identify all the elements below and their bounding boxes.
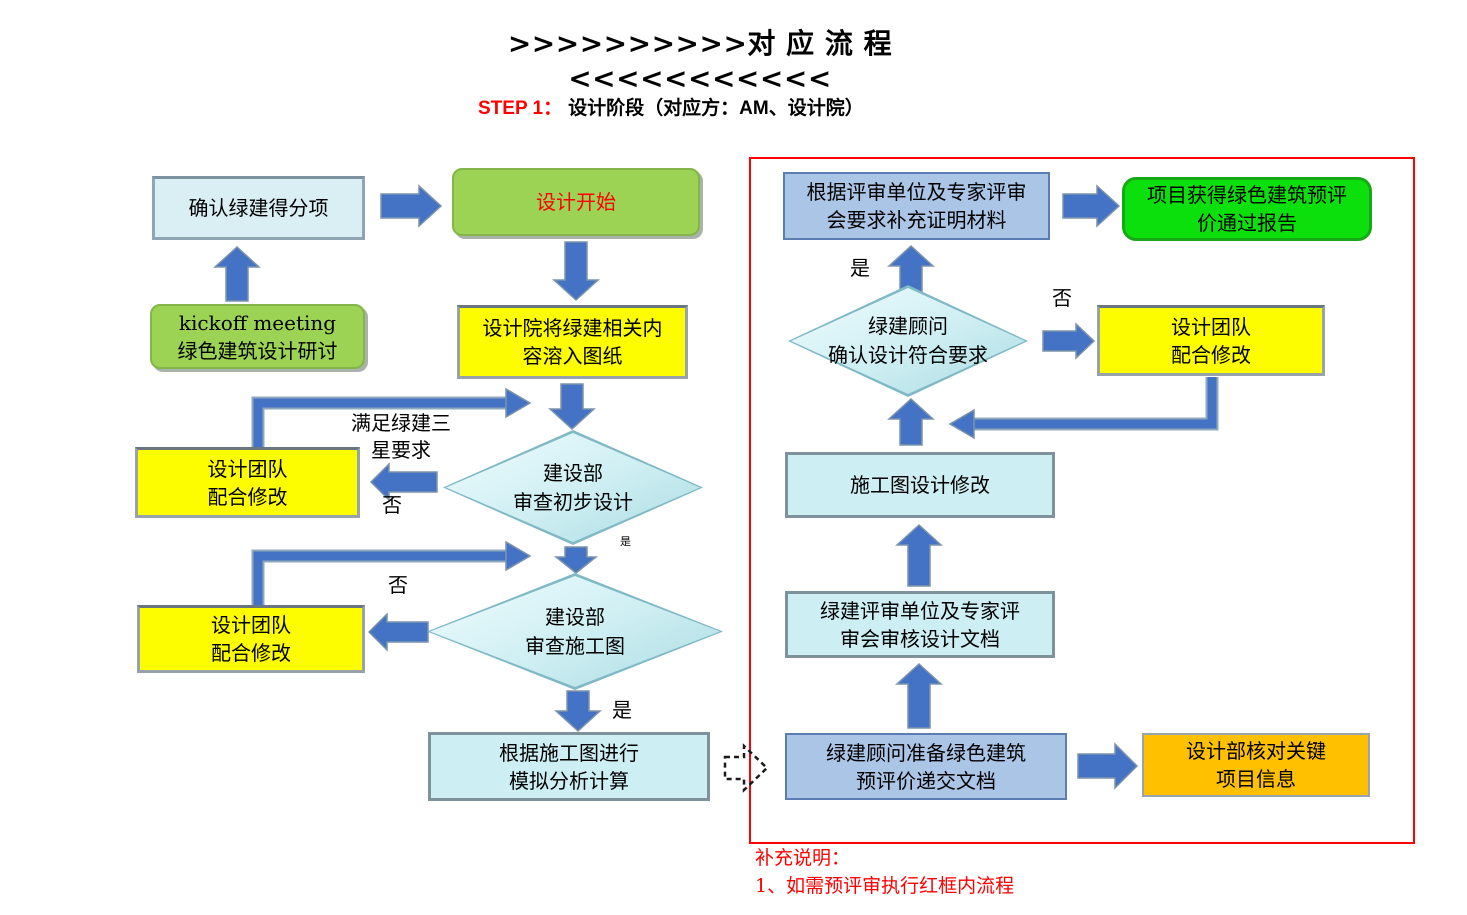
step-title: 设计阶段（对应方：AM、设计院） [568,98,864,119]
node-design-start: 设计开始 [452,168,700,236]
dashed-arrow-simulation-to-prepare-icon [723,743,769,793]
arrow-construction-to-team2-icon [367,612,429,652]
node-expert-review: 绿建评审单位及专家评 审会审核设计文档 [785,591,1055,658]
label-yes-2: 是 [612,698,632,722]
label-no-2: 否 [388,573,408,597]
node-supplement-materials: 根据评审单位及专家评审 会要求补充证明材料 [783,172,1050,240]
node-institute-drawings: 设计院将绿建相关内 容溶入图纸 [457,305,688,379]
loop-team1-line [253,398,506,449]
decision-moc-prelim-review: 建设部 审查初步设计 [443,430,703,545]
arrow-review-to-modify-icon [895,523,943,587]
label-yes-1: 是 [620,535,631,548]
page-title: >>>>>>>>>>对 应 流 程<<<<<<<<<<< [507,27,893,95]
arrow-consultant-to-supplement-icon [887,244,935,296]
arrow-prepare-to-review-icon [895,662,943,729]
label-yes-3: 是 [850,256,870,280]
label-no-3: 否 [1052,286,1072,310]
arrow-prelim-to-construction-icon [553,546,599,574]
loop-team2-arrowhead-icon [505,540,532,572]
node-simulation: 根据施工图进行 模拟分析计算 [428,732,710,801]
pre-evaluation-red-frame [749,157,1415,844]
node-verify-key-info: 设计部核对关键 项目信息 [1142,733,1370,797]
step-number: STEP 1： [478,98,563,119]
arrow-modify-to-consultant-icon [887,397,935,446]
arrow-consultant-to-team3-icon [1042,322,1096,360]
decision-consultant-confirm-label: 绿建顾问 确认设计符合要求 [828,314,988,367]
arrow-start-to-institute-icon [552,241,600,302]
node-drawing-modify: 施工图设计修改 [785,452,1055,518]
node-team-modify-2: 设计团队 配合修改 [137,605,365,673]
notes-item-1: 1、如需预评审执行红框内流程 [755,874,1015,897]
arrow-confirm-to-start-icon [380,184,443,228]
arrow-prelim-to-team1-icon [369,462,438,502]
decision-consultant-confirm: 绿建顾问 确认设计符合要求 [788,285,1028,397]
loop-team2-line [253,551,506,606]
node-kickoff-meeting: kickoff meeting 绿色建筑设计研讨 [150,304,365,369]
arrow-institute-to-prelim-icon [548,383,596,431]
node-pre-eval-report: 项目获得绿色建筑预评 价通过报告 [1122,177,1372,241]
label-meet-three-star: 满足绿建三 星要求 [351,411,451,462]
step-heading: STEP 1：设计阶段（对应方：AM、设计院） [478,93,864,120]
loop-team3-arrowhead-icon [948,408,975,440]
notes-heading: 补充说明： [755,847,851,869]
loop-team1-arrowhead-icon [505,387,532,419]
loop-team3-line [974,377,1217,429]
supplement-notes: 补充说明： 1、如需预评审执行红框内流程 [755,845,1014,900]
node-prepare-docs: 绿建顾问准备绿色建筑 预评价递交文档 [785,733,1067,800]
decision-moc-construction-review-label: 建设部 审查施工图 [525,604,625,658]
node-confirm-items: 确认绿建得分项 [152,176,365,240]
decision-moc-prelim-review-label: 建设部 审查初步设计 [513,460,633,514]
label-no-1: 否 [382,493,402,517]
arrow-kickoff-to-confirm-icon [213,245,261,302]
node-team-modify-3: 设计团队 配合修改 [1097,305,1325,376]
arrow-construction-to-simulation-icon [554,690,602,733]
arrow-prepare-to-verify-icon [1077,742,1139,790]
node-team-modify-1: 设计团队 配合修改 [135,447,360,518]
arrow-supplement-to-report-icon [1062,184,1121,228]
decision-moc-construction-review: 建设部 审查施工图 [427,573,723,690]
